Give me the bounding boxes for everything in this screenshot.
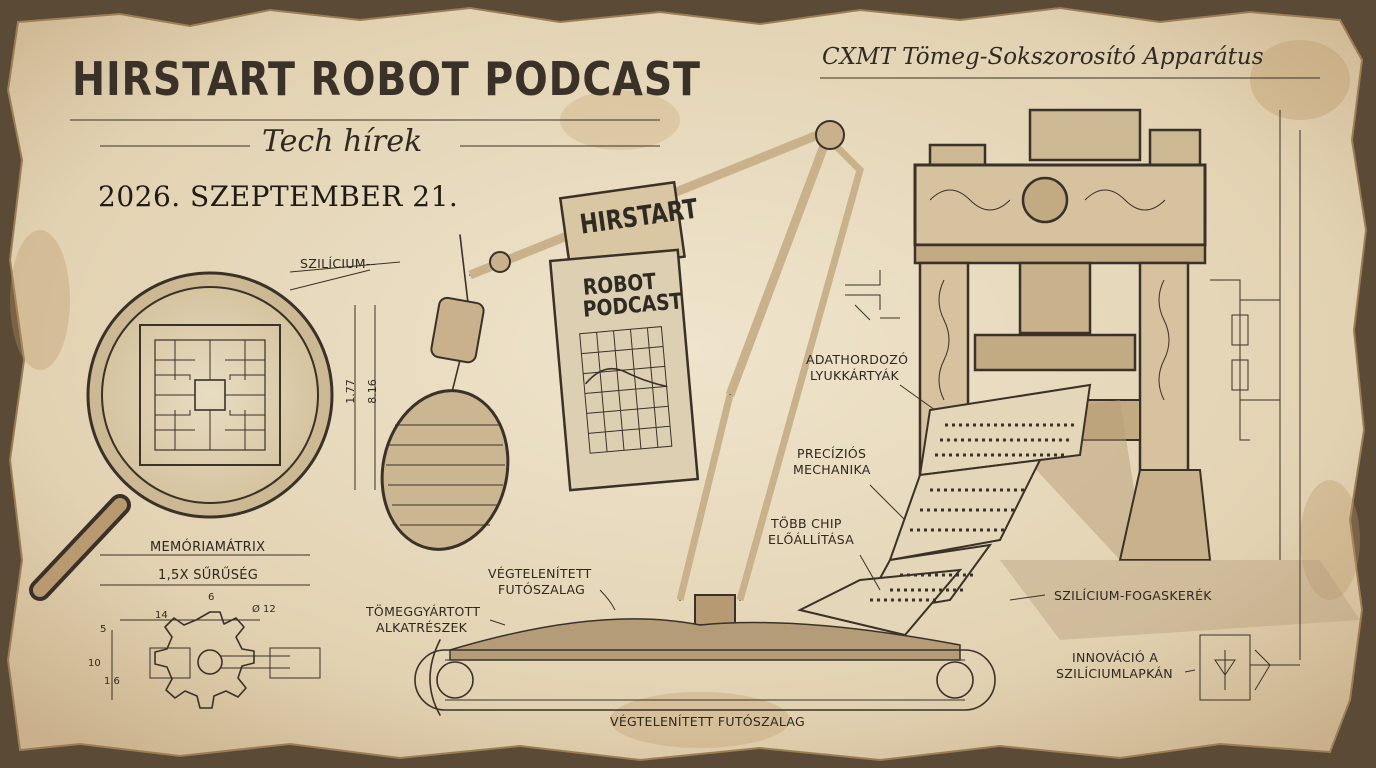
label-mass-parts-2: ALKATRÉSZEK <box>376 620 468 635</box>
conveyor-belt-icon <box>414 618 996 716</box>
podcast-title: HIRSTART ROBOT PODCAST <box>72 52 701 106</box>
label-silicon: SZILÍCIUM-- <box>300 256 376 271</box>
punch-card-strip-icon <box>797 383 1092 637</box>
label-memory-matrix: MEMÓRIAMÁTRIX <box>150 540 266 555</box>
label-more-chips-2: ELŐÁLLÍTÁSA <box>768 532 855 547</box>
dim-gear-h1: 5 <box>100 624 107 635</box>
apparatus-title: CXMT Tömeg-Sokszorosító Apparátus <box>822 44 1264 70</box>
dim-gear-w2: 6 <box>208 592 215 603</box>
magnifier-icon <box>29 271 334 601</box>
dim-gear-d: Ø 12 <box>252 604 276 615</box>
label-more-chips-1: TÖBB CHIP <box>771 516 842 531</box>
dim-gear-h2: 10 <box>88 658 101 669</box>
label-endless-belt-2: FUTÓSZALAG <box>498 582 586 597</box>
label-endless-belt-1: VÉGTELENÍTETT <box>488 566 592 581</box>
subtitle: Tech hírek <box>262 124 423 159</box>
gear-drawing-icon <box>111 611 321 709</box>
label-innovation-2: SZILÍCIUMLAPKÁN <box>1056 666 1173 681</box>
label-endless-belt-bottom: VÉGTELENÍTETT FUTÓSZALAG <box>610 714 806 729</box>
label-silicon-gear: SZILÍCIUM-FOGASKERÉK <box>1054 588 1212 603</box>
label-precision-2: MECHANIKA <box>793 462 871 477</box>
dim-chip-1: 1.77 <box>343 379 357 404</box>
date: 2026. SZEPTEMBER 21. <box>98 180 459 213</box>
dim-gear-h3: 1.6 <box>104 676 120 687</box>
press-machine-icon <box>913 108 1360 640</box>
label-punch-cards-1: ADATHORDOZÓ <box>806 352 909 367</box>
label-innovation-1: INNOVÁCIÓ A <box>1072 650 1159 665</box>
microphone-boom-icon <box>380 120 864 626</box>
label-precision-1: PRECÍZIÓS <box>797 446 867 461</box>
label-mass-parts-1: TÖMEGGYÁRTOTT <box>366 604 481 619</box>
dim-chip-2: 8.16 <box>365 379 379 404</box>
label-density: 1,5X SŰRŰSÉG <box>158 568 259 583</box>
label-punch-cards-2: LYUKKÁRTYÁK <box>810 368 899 383</box>
dim-gear-w1: 14 <box>155 610 168 621</box>
